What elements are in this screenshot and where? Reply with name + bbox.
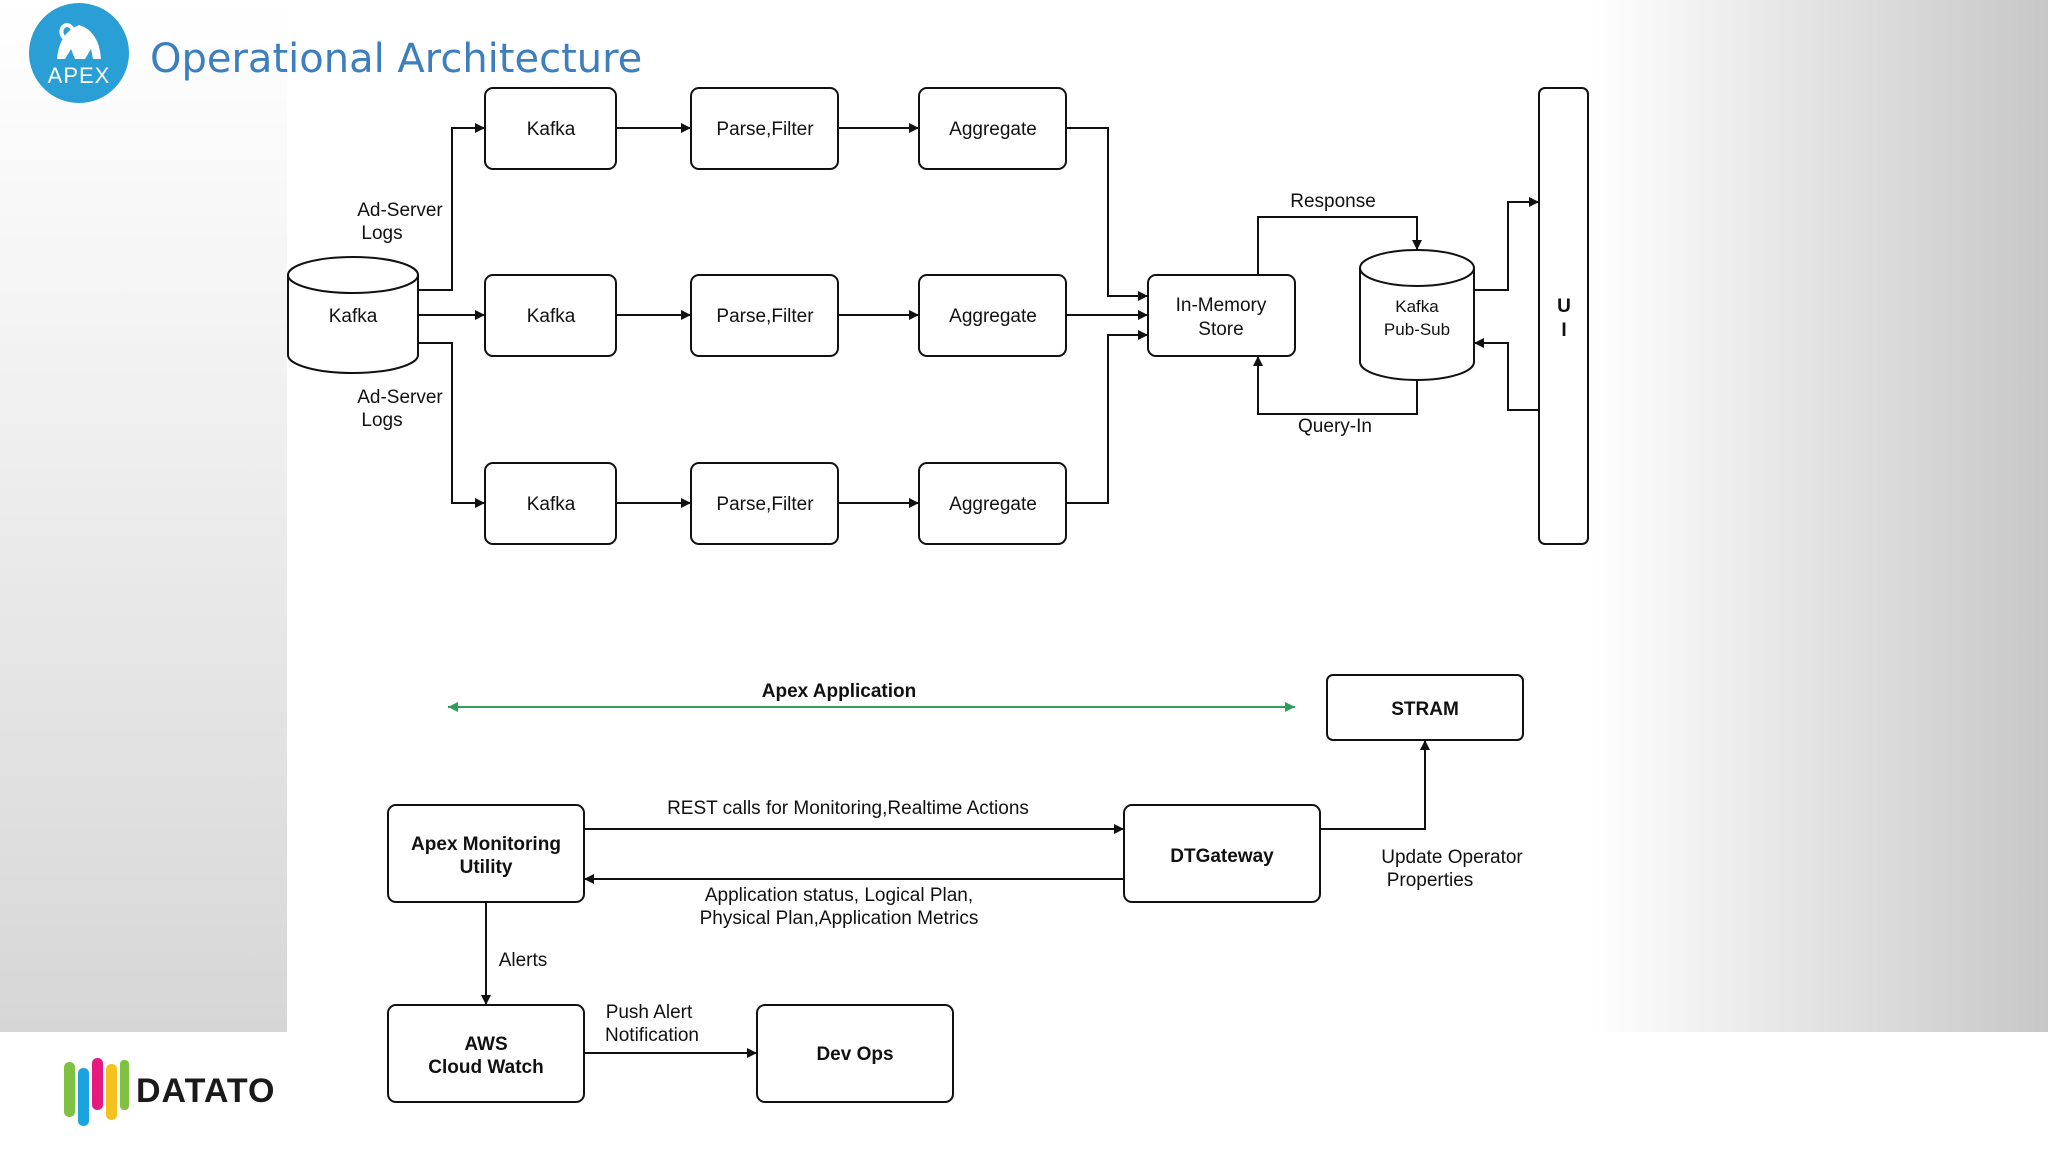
left-background	[0, 0, 287, 1035]
parse-label-2: Parse,Filter	[716, 306, 814, 327]
edge-ui-pubsub	[1474, 338, 1539, 411]
logs-bottom-line2: Logs	[361, 410, 402, 431]
edge-response	[1257, 216, 1422, 275]
aggregate-label-3: Aggregate	[949, 494, 1037, 515]
right-background	[1590, 0, 2048, 1035]
datatorrent-logo-mark	[64, 1058, 129, 1126]
diagram-canvas	[287, 0, 1592, 1152]
cloudwatch-label-line1: AWS	[464, 1034, 507, 1055]
footer-brand: DATATO	[136, 1072, 276, 1110]
update-operator-line2: Properties	[1387, 870, 1474, 891]
stram-label: STRAM	[1391, 699, 1459, 720]
ui-label-line2: I	[1561, 320, 1566, 341]
kafka-source-cylinder	[287, 275, 419, 374]
push-alert-line2: Notification	[605, 1025, 699, 1046]
cloudwatch-label-line2: Cloud Watch	[428, 1057, 543, 1078]
apex-logo: APEX	[29, 3, 129, 103]
logs-bottom-line1: Ad-Server	[357, 387, 443, 408]
source-label: Kafka	[329, 306, 378, 327]
edge-source-kafka-1	[418, 123, 485, 291]
page-title: Operational Architecture	[150, 36, 643, 82]
push-alert-line1: Push Alert	[606, 1002, 693, 1023]
monitoring-label-line1: Apex Monitoring	[411, 834, 561, 855]
edge-query-in	[1253, 356, 1418, 415]
pubsub-cylinder	[1359, 268, 1475, 381]
edge-source-kafka-3	[418, 342, 485, 508]
query-in-label: Query-In	[1298, 416, 1372, 437]
status-label-line2: Physical Plan,Application Metrics	[700, 908, 979, 929]
kafka-label-3: Kafka	[527, 494, 576, 515]
kafka-label-2: Kafka	[527, 306, 576, 327]
ui-label-line1: U	[1557, 296, 1571, 317]
parse-label-3: Parse,Filter	[716, 494, 814, 515]
edge-aggregate-store-3	[1066, 330, 1148, 504]
dtgateway-label: DTGateway	[1170, 846, 1274, 867]
edge-update-operator	[1320, 740, 1430, 830]
kafka-label-1: Kafka	[527, 119, 576, 140]
pubsub-label-line2: Pub-Sub	[1384, 320, 1450, 339]
kafka-source-top	[287, 256, 419, 294]
devops-label: Dev Ops	[816, 1044, 893, 1065]
parse-label-1: Parse,Filter	[716, 119, 814, 140]
apex-application-label: Apex Application	[762, 681, 916, 702]
logo-text: APEX	[47, 63, 111, 88]
pubsub-label-line1: Kafka	[1395, 297, 1439, 316]
monitoring-label-line2: Utility	[460, 857, 513, 878]
logs-top-line1: Ad-Server	[357, 200, 443, 221]
alerts-label: Alerts	[499, 950, 548, 971]
ui-box	[1538, 87, 1589, 545]
pubsub-cylinder-top	[1359, 249, 1475, 287]
dtgateway-box	[1123, 804, 1321, 903]
status-label-line1: Application status, Logical Plan,	[705, 885, 973, 906]
elephant-icon	[57, 23, 101, 59]
aggregate-label-2: Aggregate	[949, 306, 1037, 327]
store-label-line1: In-Memory	[1176, 295, 1267, 316]
store-label-line2: Store	[1198, 319, 1243, 340]
rest-calls-label: REST calls for Monitoring,Realtime Actio…	[667, 798, 1029, 819]
edge-pubsub-ui	[1474, 197, 1539, 291]
update-operator-line1: Update Operator	[1381, 847, 1523, 868]
logs-top-line2: Logs	[361, 223, 402, 244]
edge-aggregate-store-1	[1066, 127, 1148, 301]
aggregate-label-1: Aggregate	[949, 119, 1037, 140]
response-label: Response	[1290, 191, 1376, 212]
